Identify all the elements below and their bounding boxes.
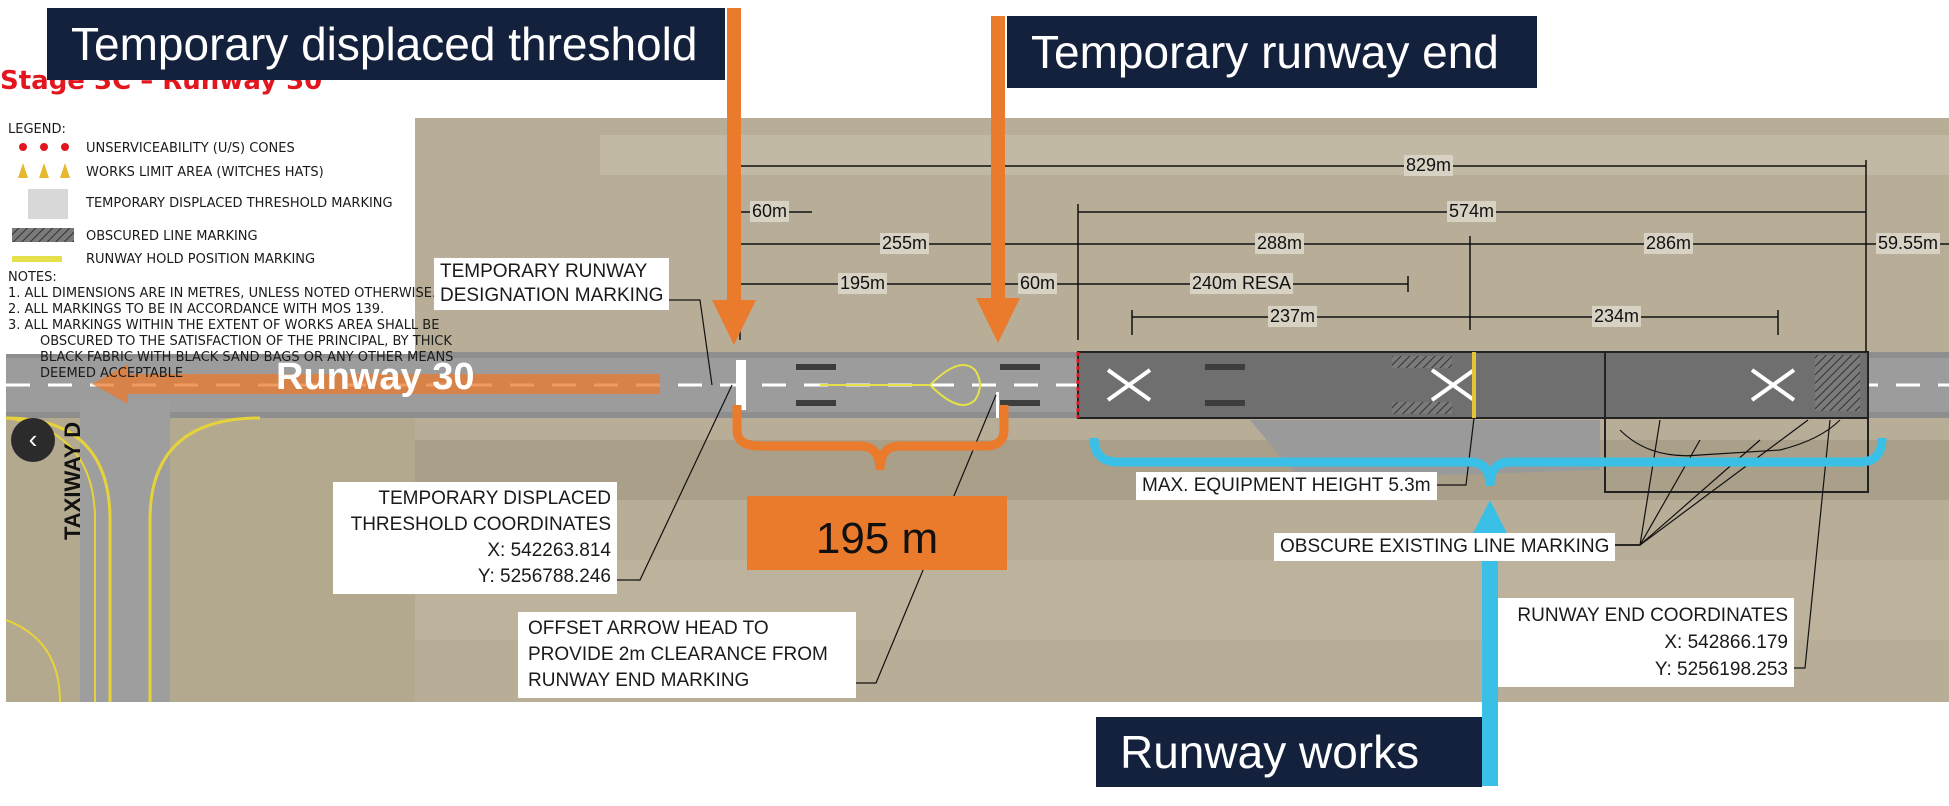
designation-annotation: TEMPORARY RUNWAY DESIGNATION MARKING <box>434 258 670 310</box>
note-line: 3. ALL MARKINGS WITHIN THE EXTENT OF WOR… <box>8 318 440 333</box>
annotation-line: TEMPORARY RUNWAY <box>440 261 648 282</box>
note-line: 2. ALL MARKINGS TO BE IN ACCORDANCE WITH… <box>8 302 385 317</box>
threshold-coords-annotation: TEMPORARY DISPLACED THRESHOLD COORDINATE… <box>333 482 617 594</box>
apron <box>1250 420 1600 480</box>
notes: NOTES: 1. ALL DIMENSIONS ARE IN METRES, … <box>8 270 453 382</box>
closed-runway-marks <box>1106 368 1796 402</box>
runway-end-arrowhead <box>976 298 1020 343</box>
annotation-line: Y: 5256788.246 <box>477 566 611 587</box>
threshold-arrow-shaft <box>727 8 741 308</box>
runway-works-callout: Runway works <box>1096 717 1482 787</box>
annotation-line: X: 542263.814 <box>487 540 611 561</box>
legend-heading: LEGEND: <box>8 122 66 137</box>
annotation-line: THRESHOLD COORDINATES <box>350 514 611 535</box>
runway-end-coords-annotation: RUNWAY END COORDINATES X: 542866.179 Y: … <box>1498 598 1794 687</box>
obscure-annotation: OBSCURE EXISTING LINE MARKING <box>1274 533 1616 561</box>
previous-slide-button[interactable]: ‹ <box>11 418 55 462</box>
dim-286: 286m <box>1644 233 1694 254</box>
note-line: 1. ALL DIMENSIONS ARE IN METRES, UNLESS … <box>8 286 437 301</box>
dim-255: 255m <box>880 233 930 254</box>
note-line: OBSCURED TO THE SATISFACTION OF THE PRIN… <box>40 334 452 349</box>
taxiway-label: TAXIWAY D <box>60 421 85 540</box>
displaced-threshold-callout: Temporary displaced threshold <box>47 8 725 80</box>
annotation-line: DESIGNATION MARKING <box>440 285 664 306</box>
legend-item: WORKS LIMIT AREA (WITCHES HATS) <box>86 165 324 180</box>
works-arrow-shaft <box>1482 540 1498 786</box>
legend-panel <box>6 118 415 354</box>
annotation-line: RUNWAY END MARKING <box>528 670 750 691</box>
runway-label: Runway 30 <box>276 356 475 398</box>
distance-brace <box>732 405 1009 471</box>
chevron-left-icon: ‹ <box>28 424 38 454</box>
annotation-line: PROVIDE 2m CLEARANCE FROM <box>528 644 828 665</box>
annotation-line: Y: 5256198.253 <box>1654 659 1788 680</box>
legend-item: OBSCURED LINE MARKING <box>86 229 258 244</box>
legend-item: TEMPORARY DISPLACED THRESHOLD MARKING <box>86 196 393 211</box>
runway-direction-arrow <box>92 364 660 404</box>
legend-item: UNSERVICEABILITY (U/S) CONES <box>86 141 295 156</box>
dim-60: 60m <box>750 201 790 222</box>
turn-pad-marking <box>820 364 981 406</box>
dim-resa: 240m RESA <box>1190 273 1294 294</box>
distance-label: 195 m <box>815 514 939 563</box>
threshold-arrowhead <box>712 300 756 345</box>
note-line: BLACK FABRIC WITH BLACK SAND BAGS OR ANY… <box>40 350 454 365</box>
annotation-line: OFFSET ARROW HEAD TO <box>528 618 769 639</box>
dim-829: 829m <box>1404 155 1454 176</box>
legend-symbols <box>12 143 74 262</box>
annotation-line: X: 542866.179 <box>1664 632 1788 653</box>
dim-234: 234m <box>1592 306 1642 327</box>
annotation-line: TEMPORARY DISPLACED <box>378 488 611 509</box>
taxiway <box>80 400 170 702</box>
dim-574: 574m <box>1447 201 1497 222</box>
runway-end-callout: Temporary runway end <box>1007 16 1537 88</box>
legend-item: RUNWAY HOLD POSITION MARKING <box>86 252 316 267</box>
leader-lines <box>610 299 1841 684</box>
offset-arrow-annotation: OFFSET ARROW HEAD TO PROVIDE 2m CLEARANC… <box>518 612 856 698</box>
dim-5955: 59.55m <box>1876 233 1941 254</box>
dim-288: 288m <box>1255 233 1305 254</box>
dim-195: 195m <box>838 273 888 294</box>
distance-box: 195 m <box>747 496 1007 570</box>
annotation-line: RUNWAY END COORDINATES <box>1517 605 1788 626</box>
max-height-annotation: MAX. EQUIPMENT HEIGHT 5.3m <box>1136 472 1437 500</box>
dim-237: 237m <box>1268 306 1318 327</box>
legend: LEGEND: <box>8 122 408 138</box>
dim-60-second: 60m <box>1018 273 1058 294</box>
notes-heading: NOTES: <box>8 270 57 285</box>
note-line: DEEMED ACCEPTABLE <box>40 366 184 381</box>
runway-end-arrow-shaft <box>991 16 1005 306</box>
works-brace <box>1089 437 1887 487</box>
